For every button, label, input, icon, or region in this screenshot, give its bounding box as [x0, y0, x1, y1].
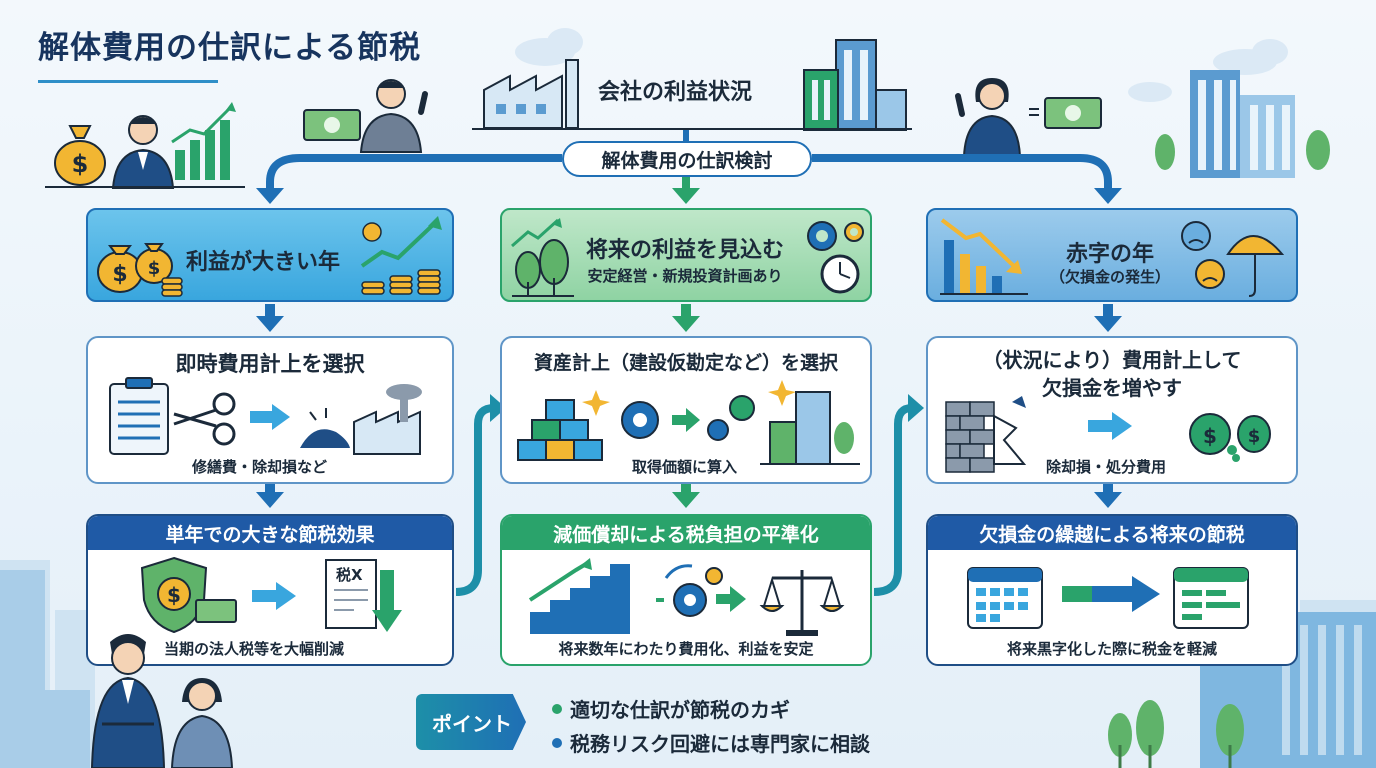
businesswoman-icon — [955, 78, 1022, 157]
page-title: 解体費用の仕訳による節税 — [38, 30, 422, 66]
step1-immediate-expense-caption: 修繕費・除却損など — [192, 458, 328, 476]
broken-wall-money-icon: $ $ — [945, 396, 1271, 473]
company-status-label: 会社の利益状況 — [598, 80, 753, 105]
step1-immediate-expense-title: 即時費用計上を選択 — [175, 352, 365, 376]
step2-loss-carryforward-title: 欠損金の繰越による将来の節税 — [928, 516, 1296, 550]
tax-document-label: 税X — [336, 566, 363, 584]
sad-umbrella-icon — [1181, 221, 1285, 297]
point-bullet-1 — [552, 704, 562, 714]
svg-text:$: $ — [112, 262, 127, 287]
blocks-gears-building-icon — [517, 380, 860, 465]
step2-single-year-saving-caption: 当期の法人税等を大幅削減 — [164, 640, 345, 658]
step2-depreciation-title: 減価償却による税負担の平準化 — [502, 516, 870, 550]
clipboard-scissors-icon — [109, 377, 422, 455]
top-branch-arrows — [256, 130, 1122, 204]
point-badge — [416, 694, 526, 750]
step1-increase-loss-title-line2: 欠損金を増やす — [1042, 376, 1182, 400]
header-high-profit-label: 利益が大きい年 — [186, 250, 341, 275]
point-item-2: 税務リスク回避には専門家に相談 — [570, 732, 870, 756]
stairs-gears-scale-icon — [528, 558, 845, 636]
header-future-profit — [500, 208, 872, 302]
step1-increase-loss-caption: 除却損・処分費用 — [1046, 458, 1167, 476]
business-people-icon — [90, 634, 234, 768]
svg-text:$: $ — [1248, 426, 1261, 447]
cash-icon-right — [1029, 97, 1102, 129]
money-bag-icon: $ — [54, 125, 106, 186]
step2-depreciation-caption: 将来数年にわたり費用化、利益を安定 — [558, 640, 814, 658]
step1-increase-loss-title-line1: （状況により）費用計上して — [982, 348, 1242, 372]
svg-text:$: $ — [72, 150, 89, 178]
header-future-profit-sub: 安定経営・新規投資計画あり — [587, 267, 783, 285]
review-box — [562, 141, 812, 177]
businessman-icon — [111, 115, 175, 189]
calendar-arrow-icon — [967, 567, 1249, 629]
pointing-businessman-icon — [359, 79, 428, 153]
svg-text:$: $ — [167, 583, 181, 607]
factory-icon — [483, 59, 579, 129]
svg-text:$: $ — [1203, 424, 1217, 448]
step2-single-year-saving-title: 単年での大きな節税効果 — [88, 516, 452, 550]
step1-capitalize-caption: 取得価額に算入 — [632, 458, 738, 476]
growth-chart-icon — [171, 102, 236, 180]
shield-tax-down-icon: $ — [140, 556, 402, 634]
office-buildings-icon — [803, 39, 907, 131]
coins-growth-icon — [360, 216, 442, 295]
svg-text:$: $ — [148, 258, 161, 279]
header-loss-year-sub: （欠損金の発生） — [1049, 268, 1170, 286]
point-label: ポイント — [432, 712, 512, 736]
money-bags-icon: $ $ — [97, 243, 183, 297]
header-loss-year-label: 赤字の年 — [1065, 242, 1154, 267]
tree-growth-icon — [511, 218, 574, 297]
ground-line-left — [45, 186, 245, 188]
point-item-1: 適切な仕訳が節税のカギ — [570, 698, 790, 722]
point-bullet-2 — [552, 738, 562, 748]
gears-clock-icon — [807, 221, 864, 294]
cash-icon — [303, 109, 361, 141]
review-label: 解体費用の仕訳検討 — [601, 150, 773, 172]
step2-loss-carryforward-caption: 将来黒字化した際に税金を軽減 — [1006, 640, 1217, 658]
decline-chart-icon — [940, 218, 1028, 295]
ground-line-top — [472, 128, 912, 130]
title-underline — [38, 80, 218, 83]
header-future-profit-label: 将来の利益を見込む — [585, 238, 784, 263]
step1-capitalize-title: 資産計上（建設仮勘定など）を選択 — [533, 352, 838, 374]
